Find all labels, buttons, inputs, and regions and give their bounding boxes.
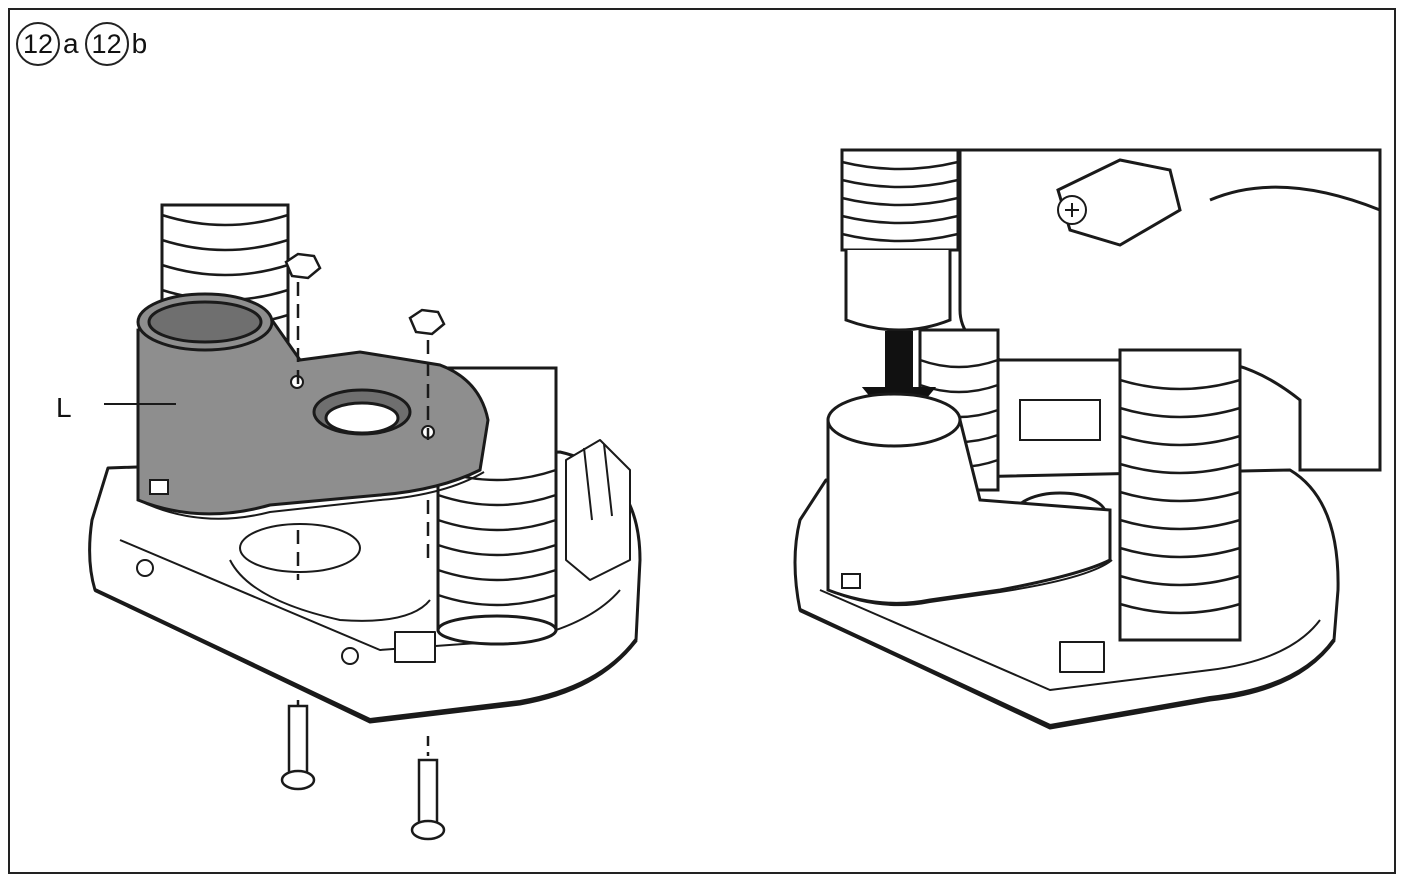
dust-adapter-installed: [826, 392, 1113, 607]
figure-suffix-a: a: [63, 28, 79, 59]
vacuum-hose: [840, 148, 960, 332]
fasteners-top: [284, 252, 446, 580]
figure-number-b: 12: [84, 22, 129, 66]
figure-suffix-b: b: [131, 28, 148, 59]
figure-number-a: 12: [16, 22, 60, 66]
figure-reference: 12 a 12 b: [16, 22, 149, 66]
adapter-callout-label: L: [56, 392, 72, 423]
screws-bottom: [280, 700, 446, 841]
dust-adapter-L: [136, 292, 490, 520]
router-motor-right: [918, 148, 1382, 642]
